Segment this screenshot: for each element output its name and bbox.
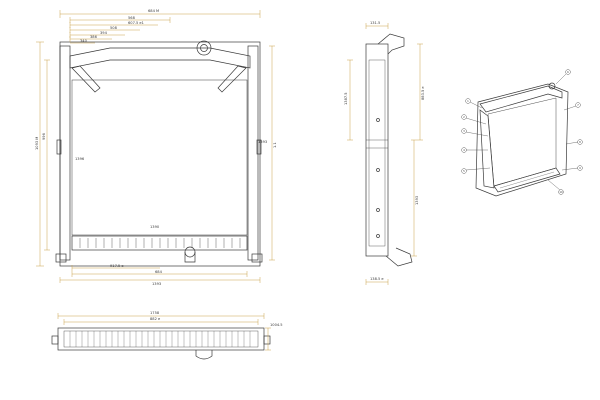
bottom-view — [51, 327, 271, 360]
bottom-dim-2: 882 e — [150, 317, 161, 321]
iso-bottom-tank — [493, 167, 561, 193]
side-view-top-fitting — [377, 33, 405, 55]
iso-side-rail — [479, 109, 495, 189]
side-view-dimensions — [347, 23, 423, 285]
front-dim-top-6: 386 — [90, 35, 98, 39]
iso-balloon-8 — [577, 139, 583, 145]
front-view-dimension-texts: 684 M 568 607.5 e1 508 394 386 340 1093 … — [35, 9, 277, 286]
iso-balloon-number: 8 — [579, 140, 581, 144]
iso-balloon-1 — [465, 98, 471, 104]
isometric-view-leaders — [465, 73, 579, 191]
front-view-outer-frame — [59, 41, 261, 267]
iso-balloon-number: 2 — [463, 115, 465, 119]
front-view-core — [71, 79, 248, 236]
iso-balloon-3 — [461, 128, 467, 134]
front-view-bottom-tank-ribs — [79, 238, 241, 248]
iso-balloon-6 — [565, 69, 571, 75]
side-view-bottom-fitting — [385, 247, 413, 267]
bottom-view-fins — [69, 331, 251, 347]
front-dim-top-1: 684 M — [148, 9, 159, 13]
bottom-view-mount-left — [51, 335, 59, 345]
front-view-mount-left — [55, 253, 67, 263]
bottom-dim-3: 1004.5 — [270, 323, 283, 327]
front-view-left-rail — [59, 45, 71, 261]
isometric-view — [475, 82, 569, 197]
iso-balloon-5 — [461, 168, 467, 174]
front-inner-label-2: 1390 — [150, 225, 160, 229]
iso-balloon-number: 4 — [463, 148, 465, 152]
iso-balloon-9 — [577, 165, 583, 171]
front-inner-label-3: 1393 — [258, 140, 267, 144]
iso-top-tank — [479, 85, 563, 113]
front-view-right-rail — [247, 45, 259, 261]
front-view-top-tank — [69, 47, 251, 69]
iso-balloon-10 — [558, 189, 564, 195]
bottom-view-dimension-texts: 1758 882 e 1004.5 — [150, 311, 283, 327]
side-dim-bottom-1: 138.5 e — [370, 277, 384, 281]
bottom-view-outlet — [195, 350, 213, 360]
isometric-view-balloon-numbers: 1 2 3 4 5 6 7 8 9 10 — [463, 70, 581, 194]
bottom-dim-1: 1758 — [150, 311, 160, 315]
front-view-outlet-pipe — [184, 246, 196, 258]
iso-balloon-number: 6 — [567, 70, 569, 74]
front-dim-top-7: 340 — [80, 39, 88, 43]
front-view — [55, 40, 263, 267]
iso-balloon-2 — [461, 114, 467, 120]
front-view-mount-right — [251, 253, 263, 263]
side-view-body — [365, 43, 389, 257]
side-view-dimension-texts: 131.5 1387.5 883.5 e 1393 138.5 e — [344, 21, 425, 281]
front-view-right-brace — [217, 65, 247, 93]
iso-balloon-number: 7 — [577, 103, 579, 107]
iso-balloon-number: 1 — [467, 99, 469, 103]
iso-core — [487, 97, 557, 187]
iso-balloon-number: 3 — [463, 129, 465, 133]
side-dim-top-1: 131.5 — [370, 21, 380, 25]
side-dim-right-1: 883.5 e — [421, 86, 425, 100]
front-view-filler-cap — [196, 40, 212, 56]
bottom-view-mount-right — [263, 335, 271, 345]
iso-balloon-number: 9 — [579, 166, 581, 170]
side-dim-left-1: 1387.5 — [344, 92, 348, 105]
front-view-dimensions — [36, 10, 275, 283]
side-view — [365, 33, 413, 267]
front-view-left-brace — [71, 65, 101, 93]
front-dim-right-1: 1.1 — [273, 142, 277, 148]
front-inner-label-1: 1396 — [75, 157, 85, 161]
isometric-view-balloons — [461, 69, 583, 195]
iso-balloon-number: 10 — [559, 190, 563, 194]
bottom-view-dimensions — [57, 313, 271, 351]
front-dim-top-5: 394 — [100, 31, 108, 35]
front-dim-top-4: 508 — [110, 26, 118, 30]
front-dim-top-3: 607.5 e1 — [128, 21, 144, 25]
front-view-bottom-tank — [71, 235, 248, 251]
iso-frame-outer — [475, 83, 569, 197]
bottom-view-body — [57, 327, 265, 351]
front-dim-bottom-2: 684 — [155, 270, 163, 274]
front-dim-bottom-1: 917.5 e — [110, 264, 124, 268]
iso-balloon-4 — [461, 147, 467, 153]
iso-filler-cap — [548, 82, 556, 90]
iso-balloon-7 — [575, 102, 581, 108]
front-dim-left-2: 996 — [42, 132, 46, 140]
front-dim-top-2: 568 — [128, 16, 136, 20]
front-dim-left-1: 1093 M — [35, 137, 39, 150]
front-dim-bottom-3: 1393 — [152, 282, 161, 286]
side-dim-right-2: 1393 — [415, 196, 419, 205]
iso-balloon-number: 5 — [463, 169, 465, 173]
